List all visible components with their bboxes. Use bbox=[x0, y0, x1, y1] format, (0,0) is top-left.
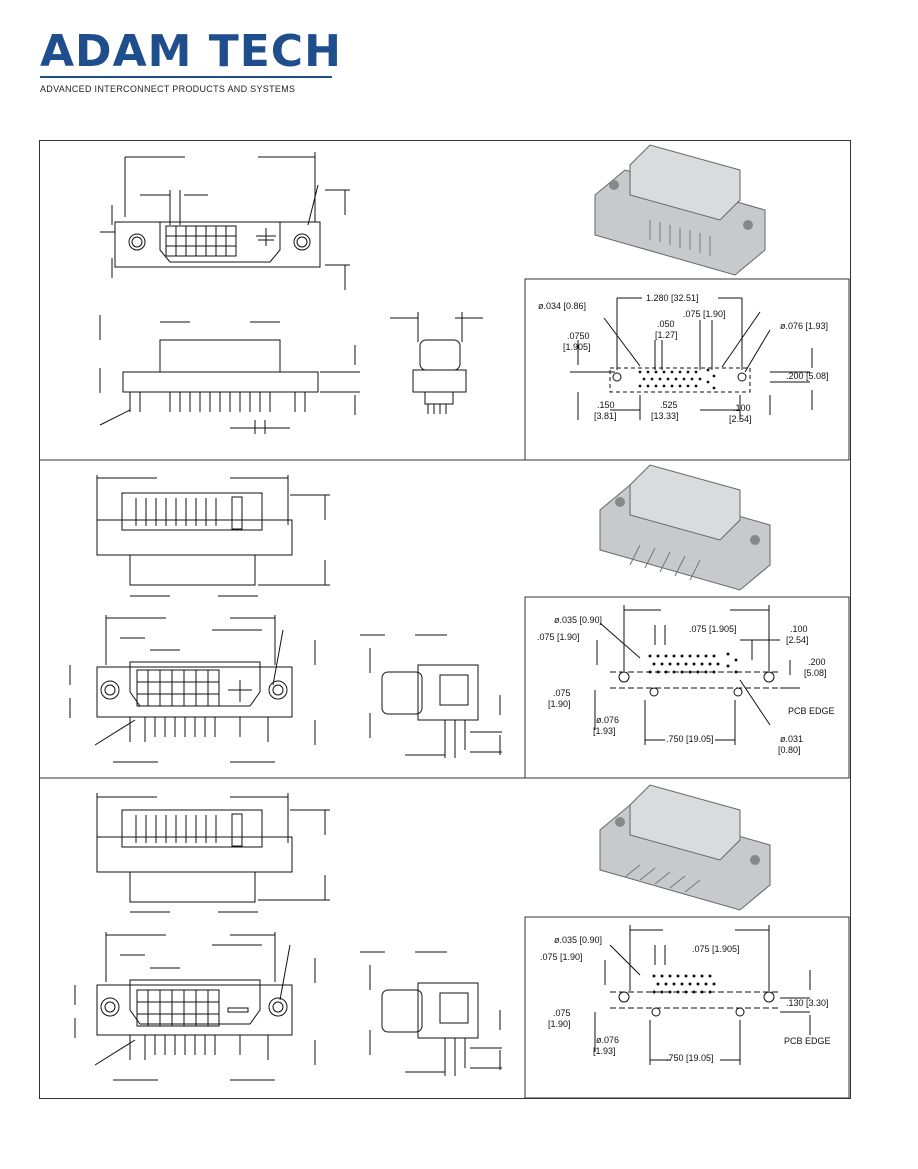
s2-pitch-100-mm-label: [2.54] bbox=[786, 635, 809, 645]
s3-front-view bbox=[74, 932, 316, 1081]
s2-small-hole-mm-label: [0.80] bbox=[778, 745, 801, 755]
s1-pitch-0750-label: .0750 bbox=[567, 331, 590, 341]
brand-tagline: ADVANCED INTERCONNECT PRODUCTS AND SYSTE… bbox=[40, 84, 296, 94]
s2-height-200-label: .200 bbox=[808, 657, 826, 667]
s1-pcb-layout-panel bbox=[524, 278, 850, 461]
s2-hole-diameter-label: ø.035 [0.90] bbox=[554, 615, 602, 625]
s1-pitch-0750-mm-label: [1.905] bbox=[563, 342, 591, 352]
s1-offset-150-mm-label: [3.81] bbox=[594, 411, 617, 421]
s1-hole-diameter-label: ø.034 [0.86] bbox=[538, 301, 586, 311]
s2-small-hole-label: ø.031 bbox=[780, 734, 803, 744]
s1-pitch-050-label: .050 bbox=[657, 319, 675, 329]
s3-height-130-label: .130 [3.30] bbox=[786, 998, 829, 1008]
s1-span-525-label: .525 bbox=[660, 400, 678, 410]
s1-pcb-layout bbox=[570, 297, 813, 420]
s2-top-view bbox=[96, 475, 330, 597]
logo-underline bbox=[40, 76, 332, 78]
s3-mount-hole-mm-label: [1.93] bbox=[593, 1046, 616, 1056]
s3-span-750-label: .750 [19.05] bbox=[666, 1053, 714, 1063]
brand-name: ADAM TECH bbox=[40, 26, 342, 77]
s2-side-view bbox=[360, 634, 502, 758]
s2-pcb-layout bbox=[594, 605, 800, 745]
s3-offset-075-label: .075 bbox=[553, 1008, 571, 1018]
s2-mount-hole-label: ø.076 bbox=[596, 715, 619, 725]
s3-pcb-edge-label: PCB EDGE bbox=[784, 1036, 831, 1046]
s3-pitch-075b-label: .075 [1.905] bbox=[692, 944, 740, 954]
s3-hole-diameter-label: ø.035 [0.90] bbox=[554, 935, 602, 945]
s3-pitch-075a-label: .075 [1.90] bbox=[540, 952, 583, 962]
s2-pitch-100-label: .100 bbox=[790, 624, 808, 634]
s1-span-525-mm-label: [13.33] bbox=[651, 411, 679, 421]
s1-overall-width-label: 1.280 [32.51] bbox=[646, 293, 699, 303]
s3-pcb-layout bbox=[594, 925, 811, 1065]
s1-top-view bbox=[99, 315, 360, 434]
s3-offset-075-mm-label: [1.90] bbox=[548, 1019, 571, 1029]
s1-pitch-100-label: .100 bbox=[733, 403, 751, 413]
s3-top-view bbox=[96, 793, 330, 913]
s1-height-200-label: .200 [5.08] bbox=[786, 371, 829, 381]
s2-pcb-labels: ø.035 [0.90] .075 [1.90] .075 [1.905] .1… bbox=[537, 615, 835, 755]
s1-product-photo bbox=[594, 144, 766, 276]
s2-pcb-edge-label: PCB EDGE bbox=[788, 706, 835, 716]
s3-pcb-labels: ø.035 [0.90] .075 [1.90] .075 [1.905] .1… bbox=[540, 935, 831, 1063]
brand-logo: ADAM TECH bbox=[40, 30, 342, 74]
s1-pitch-100-mm-label: [2.54] bbox=[729, 414, 752, 424]
s2-pitch-075a-label: .075 [1.90] bbox=[537, 632, 580, 642]
s1-pitch-050-mm-label: [1.27] bbox=[655, 330, 678, 340]
s3-side-view bbox=[360, 951, 502, 1076]
s2-mount-hole-mm-label: [1.93] bbox=[593, 726, 616, 736]
s3-mount-hole-label: ø.076 bbox=[596, 1035, 619, 1045]
s2-front-view bbox=[69, 615, 316, 763]
s1-offset-150-label: .150 bbox=[597, 400, 615, 410]
s1-mount-hole-label: ø.076 [1.93] bbox=[780, 321, 828, 331]
s2-height-200-mm-label: [5.08] bbox=[804, 668, 827, 678]
drawing-frame bbox=[39, 140, 851, 1099]
s1-front-view bbox=[100, 152, 350, 290]
s2-offset-075-mm-label: [1.90] bbox=[548, 699, 571, 709]
s2-product-photo bbox=[599, 464, 771, 591]
s2-span-750-label: .750 [19.05] bbox=[666, 734, 714, 744]
s3-product-photo bbox=[599, 784, 771, 911]
s1-side-view bbox=[390, 312, 483, 414]
s1-pitch-075-label: .075 [1.90] bbox=[683, 309, 726, 319]
s1-pcb-labels: ø.034 [0.86] 1.280 [32.51] .075 [1.90] .… bbox=[538, 293, 829, 424]
s2-offset-075-label: .075 bbox=[553, 688, 571, 698]
s2-pitch-075b-label: .075 [1.905] bbox=[689, 624, 737, 634]
